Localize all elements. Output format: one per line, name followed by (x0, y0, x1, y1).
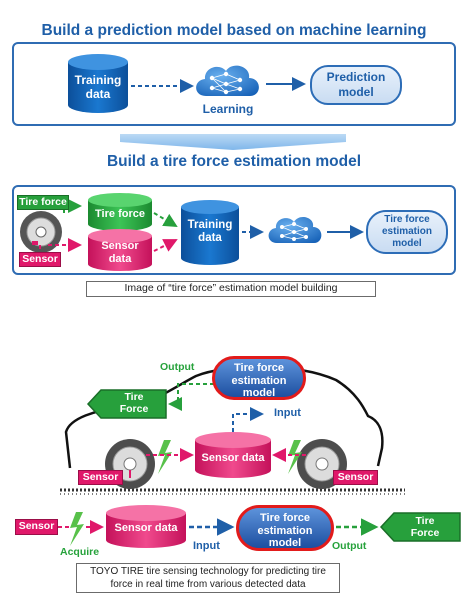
bottom-sensor-data-label: Sensor data (114, 522, 178, 534)
training-data-label-2: Training data (187, 219, 233, 245)
bottom-sensor-tag: Sensor (15, 519, 58, 535)
car-input-arrow (232, 407, 264, 432)
prediction-model-pill: Prediction model (310, 65, 402, 105)
neural-network-cloud-icon (196, 65, 259, 96)
car-input-label: Input (274, 407, 301, 419)
training-data-label: Training data (74, 73, 122, 101)
bottom-tire-force-tag: Tire Force (410, 515, 440, 539)
bottom-tire-force-tag-shape (379, 512, 461, 542)
bottom-output-label: Output (332, 540, 367, 552)
bottom-caption: TOYO TIRE tire sensing technology for pr… (76, 563, 340, 593)
tire-force-tag: Tire force (17, 195, 69, 210)
learning-label: Learning (202, 102, 254, 116)
car-estimation-model: Tire force estimation model (212, 356, 306, 400)
sensor-data-cylinder-label: Sensor data (101, 240, 139, 265)
middle-caption: Image of “tire force” estimation model b… (86, 281, 376, 297)
down-arrow (120, 134, 346, 150)
bottom-estimation-model: Tire force estimation model (236, 505, 334, 551)
ground (60, 488, 405, 495)
training-data-cylinder (68, 54, 128, 113)
training-data-cylinder-2 (181, 200, 239, 265)
car-sensor-data-cylinder (195, 432, 271, 478)
lightning-icon-right (288, 440, 302, 474)
tire-force-cylinder-label: Tire force (95, 208, 145, 220)
tire-force-cylinder (88, 193, 152, 231)
lightning-icon-bottom (70, 512, 84, 546)
sensor-tag: Sensor (19, 252, 61, 267)
bottom-acquire-label: Acquire (60, 546, 100, 558)
lightning-icon-left (158, 440, 172, 474)
tire-icon (20, 211, 62, 253)
car-sensor-right-tag: Sensor (333, 470, 378, 485)
sensor-arrow (39, 245, 80, 250)
middle-heading: Build a tire force estimation model (106, 153, 362, 170)
car-sensor-data-label: Sensor data (201, 452, 265, 464)
car-output-label: Output (160, 361, 195, 373)
top-heading: Build a prediction model based on machin… (41, 22, 427, 39)
car-sensor-left-tag: Sensor (78, 470, 123, 485)
car-tire-force-tag: Tire Force (119, 391, 149, 415)
sensor-data-cylinder (88, 229, 152, 271)
neural-network-cloud-icon-2 (268, 216, 322, 243)
bottom-input-label: Input (193, 540, 220, 552)
estimation-model-pill: Tire force estimation model (366, 210, 448, 254)
car-output-arrow (168, 383, 214, 411)
car-tire-force-tag-shape (86, 389, 167, 419)
middle-panel (12, 185, 456, 275)
green-to-training-arrow (153, 212, 178, 228)
bottom-sensor-data-cylinder (106, 505, 186, 548)
